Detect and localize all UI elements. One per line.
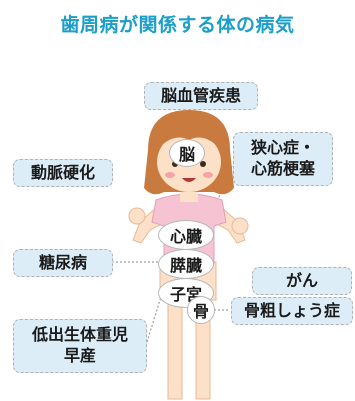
organ-text-brain: 脳 xyxy=(178,145,195,164)
disease-label-osteoporosis: 骨粗しょう症 xyxy=(243,300,340,320)
page-title: 歯周病が関係する体の病気 xyxy=(60,14,295,36)
disease-box-heart: 狭心症・ 心筋梗塞 xyxy=(233,132,333,186)
organ-label-brain: 脳 xyxy=(169,139,205,167)
disease-label-birth-2: 早産 xyxy=(63,346,96,365)
organ-text-heart: 心臓 xyxy=(169,227,202,246)
disease-box-brain: 脳血管疾患 xyxy=(144,82,258,110)
organ-label-bone: 骨 xyxy=(187,296,215,324)
disease-label-diabetes: 糖尿病 xyxy=(38,252,87,272)
disease-box-diabetes: 糖尿病 xyxy=(13,249,113,277)
disease-box-birth: 低出生体重児 早産 xyxy=(13,319,147,373)
organ-label-pancreas: 膵臓 xyxy=(158,249,214,279)
organ-text-bone: 骨 xyxy=(192,302,209,321)
disease-label-birth-1: 低出生体重児 xyxy=(31,325,128,345)
disease-label-cancer: がん xyxy=(285,270,318,290)
disease-box-osteoporosis: 骨粗しょう症 xyxy=(231,297,353,325)
disease-box-cancer: がん xyxy=(252,267,352,295)
disease-box-arteriosclerosis: 動脈硬化 xyxy=(13,159,113,187)
organ-label-heart: 心臓 xyxy=(158,220,214,250)
disease-label-brain: 脳血管疾患 xyxy=(160,85,241,105)
organ-text-pancreas: 膵臓 xyxy=(169,256,202,275)
disease-label-heart-2: 心筋梗塞 xyxy=(250,159,315,178)
disease-label-arteriosclerosis: 動脈硬化 xyxy=(30,162,95,182)
disease-label-heart-1: 狭心症・ xyxy=(250,138,315,158)
